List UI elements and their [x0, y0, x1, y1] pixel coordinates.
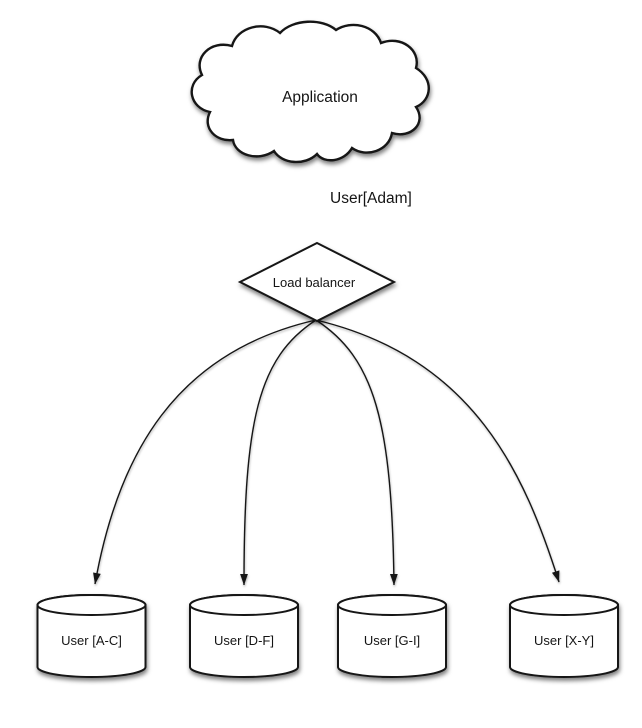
- shard-node-1: User [A-C]: [36, 594, 147, 678]
- cylinder-top-ellipse: [36, 594, 147, 616]
- app-to-lb-edge: User[Adam]: [313, 158, 412, 240]
- app-to-lb-edge-label: User[Adam]: [330, 190, 412, 207]
- application-node: Application: [190, 20, 430, 164]
- cylinder-top-ellipse: [509, 594, 619, 616]
- shard-node-4: User [X-Y]: [509, 594, 619, 678]
- shard-label: User [X-Y]: [534, 633, 594, 648]
- cylinder-top-ellipse: [189, 594, 299, 616]
- lb-to-shard-4-arrow: [315, 319, 560, 583]
- lb-to-shard-edges: [93, 319, 560, 586]
- lb-to-shard-1-arrow: [93, 319, 317, 585]
- shard-label: User [G-I]: [364, 633, 420, 648]
- lb-to-shard-2-arrow: [240, 319, 317, 586]
- load-balancer-node: Load balancer: [237, 241, 397, 323]
- shard-node-2: User [D-F]: [189, 594, 299, 678]
- lb-to-shard-3-arrow: [315, 319, 398, 586]
- shard-node-3: User [G-I]: [337, 594, 447, 678]
- load-balancer-label: Load balancer: [273, 275, 356, 290]
- shard-label: User [D-F]: [214, 633, 274, 648]
- shard-label: User [A-C]: [61, 633, 122, 648]
- application-label: Application: [282, 89, 358, 106]
- cylinder-top-ellipse: [337, 594, 447, 616]
- diamond-shape: [237, 241, 397, 323]
- cloud-shape: [190, 20, 430, 164]
